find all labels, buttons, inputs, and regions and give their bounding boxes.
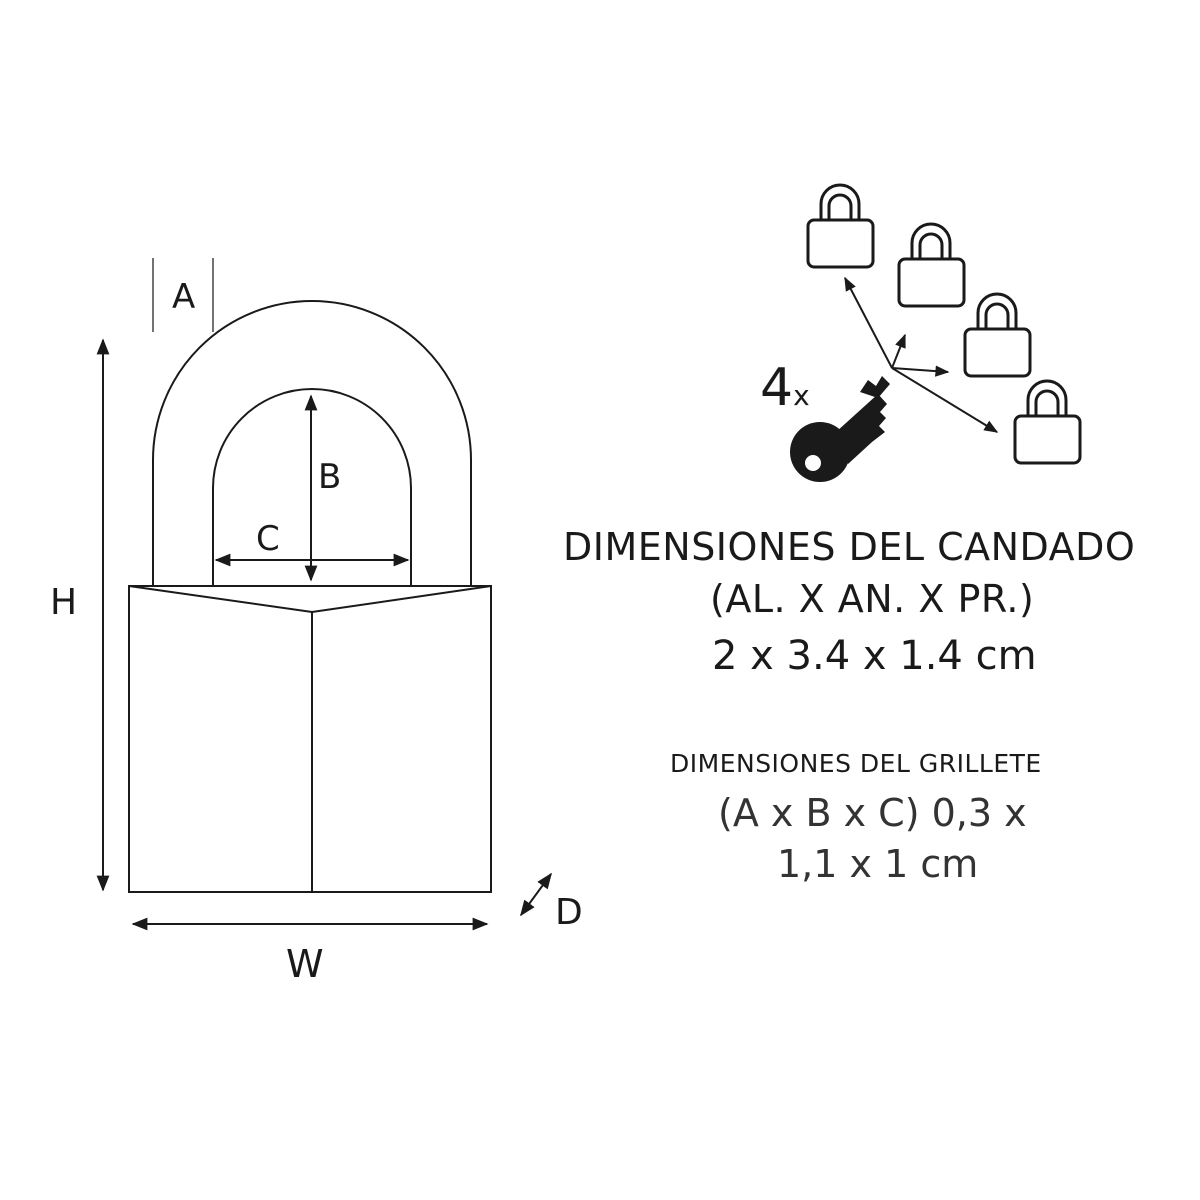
padlock-dimensions-heading: DIMENSIONES DEL CANDADO [563,525,1136,569]
body-bevel [128,585,492,892]
key-to-lock-arrows [844,276,999,433]
dim-label-d: D [555,892,583,933]
dim-label-h: H [50,582,78,623]
dim-label-b: B [318,457,342,497]
dim-d-arrow [520,872,552,917]
key-icon [790,376,890,482]
padlock-icon [897,222,966,308]
dim-label-c: C [256,519,280,559]
key-count-multiplier: x [793,379,810,412]
padlock-icon [1013,379,1082,465]
padlock-icon [806,183,875,269]
padlock-dimensions-value: 2 x 3.4 x 1.4 cm [712,633,1037,679]
dim-label-a: A [172,277,196,317]
shackle-dimensions-value-line2: 1,1 x 1 cm [777,842,979,886]
shackle-dimensions-value-line1: (A x B x C) 0,3 x [718,791,1027,835]
padlock-dimensions-order: (AL. X AN. X PR.) [710,577,1035,621]
padlock-body [128,585,492,893]
shackle-inner [212,388,412,585]
dim-label-w: W [286,942,324,986]
key-count-number: 4 [760,358,794,418]
key-count: 4x [760,362,810,414]
padlock-icon [963,292,1032,378]
shackle-dimensions-heading: DIMENSIONES DEL GRILLETE [670,749,1042,778]
shackle-outer [152,300,472,585]
